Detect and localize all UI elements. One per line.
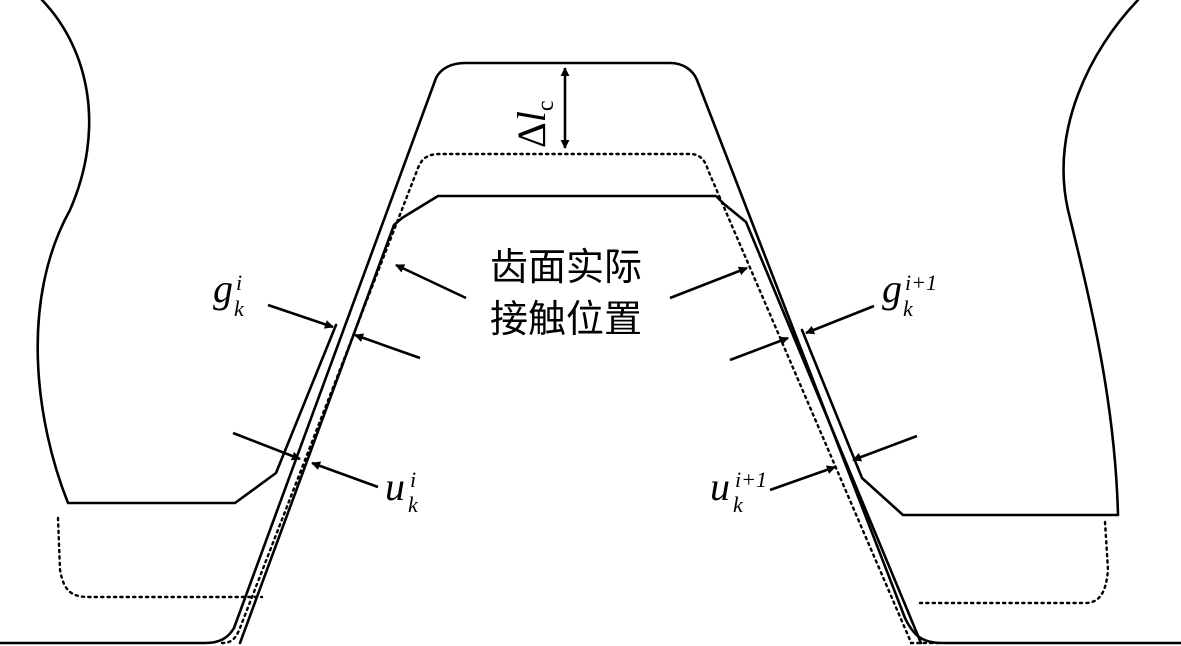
right-mating-tooth-deformed-profile bbox=[918, 520, 1110, 605]
svg-text:i+1: i+1 bbox=[735, 467, 767, 492]
svg-text:g: g bbox=[213, 266, 233, 311]
left-mating-tooth-profile bbox=[36, 0, 338, 505]
g-left-arrow bbox=[267, 303, 334, 329]
contact-pointer-left bbox=[395, 263, 467, 300]
svg-text:i: i bbox=[236, 270, 242, 295]
right-gap-arrow-lower bbox=[852, 434, 918, 462]
right-gap-arrow-upper bbox=[729, 336, 789, 362]
right-mating-tooth-profile bbox=[800, 0, 1140, 517]
contact-pointer-right bbox=[669, 266, 748, 300]
svg-text:k: k bbox=[903, 296, 914, 321]
u-right-label: u i+1 k bbox=[710, 464, 767, 517]
svg-text:u: u bbox=[710, 464, 730, 509]
svg-text:k: k bbox=[234, 296, 245, 321]
svg-text:u: u bbox=[385, 464, 405, 509]
center-tooth-contact-profile bbox=[238, 194, 923, 645]
svg-text:g: g bbox=[882, 266, 902, 311]
svg-text:Δlc: Δlc bbox=[509, 100, 559, 148]
left-mating-tooth-deformed-profile bbox=[56, 516, 264, 599]
caption-line-1: 齿面实际 bbox=[490, 245, 642, 289]
svg-text:i+1: i+1 bbox=[905, 270, 937, 295]
delta-lc-label: Δlc bbox=[509, 100, 559, 148]
svg-text:k: k bbox=[733, 492, 744, 517]
g-right-arrow bbox=[805, 304, 875, 335]
svg-text:i: i bbox=[410, 467, 416, 492]
left-gap-arrow-upper bbox=[354, 333, 421, 360]
u-left-label: u i k bbox=[385, 464, 419, 517]
g-right-label: g i+1 k bbox=[882, 266, 937, 321]
u-right-arrow bbox=[769, 465, 836, 492]
center-tooth-deformed-profile bbox=[220, 152, 942, 645]
caption-line-2: 接触位置 bbox=[490, 297, 642, 341]
u-left-arrow bbox=[311, 461, 379, 489]
svg-text:k: k bbox=[408, 492, 419, 517]
center-tooth-outer-profile bbox=[0, 61, 1181, 645]
g-left-label: g i k bbox=[213, 266, 245, 321]
left-gap-arrow-lower bbox=[232, 431, 301, 461]
